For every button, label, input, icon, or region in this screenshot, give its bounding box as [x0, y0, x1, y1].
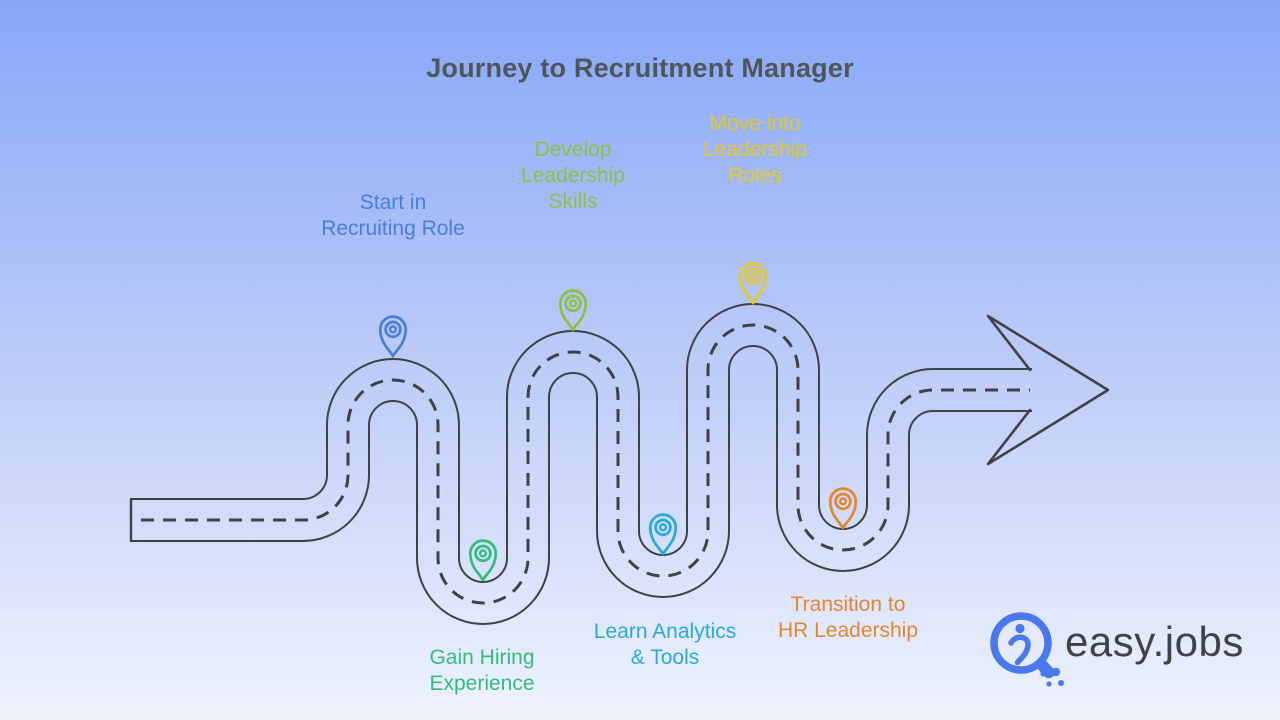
magnifier-person-icon: [990, 612, 1064, 687]
milestone-label-develop-leadership: Develop Leadership Skills: [521, 138, 625, 213]
milestone-label-move-into-leadership: Move into Leadership Roles: [703, 112, 807, 187]
milestone-label-gain-hiring: Gain Hiring Experience: [429, 646, 535, 695]
milestone-label-learn-analytics: Learn Analytics & Tools: [593, 620, 737, 669]
map-pin-icon-develop-leadership: [558, 289, 588, 332]
map-pin-icon-gain-hiring: [468, 539, 498, 582]
logo-text: easy.jobs: [1065, 618, 1244, 665]
map-pin-icon-transition-hr: [828, 487, 858, 530]
milestone-label-transition-hr: Transition to HR Leadership: [777, 593, 919, 642]
arrow-head-outline: [986, 314, 1110, 466]
logo: easy.jobs: [985, 600, 1265, 700]
road-surface: [130, 305, 1032, 623]
map-pin-icon-move-into-leadership: [738, 262, 768, 305]
map-pin-icon-start-in-recruiting: [378, 315, 408, 358]
milestone-label-start-in-recruiting: Start in Recruiting Role: [321, 191, 465, 240]
road-centerline: [141, 323, 1030, 605]
map-pin-icon-learn-analytics: [648, 513, 678, 556]
page-title: Journey to Recruitment Manager: [426, 53, 854, 83]
